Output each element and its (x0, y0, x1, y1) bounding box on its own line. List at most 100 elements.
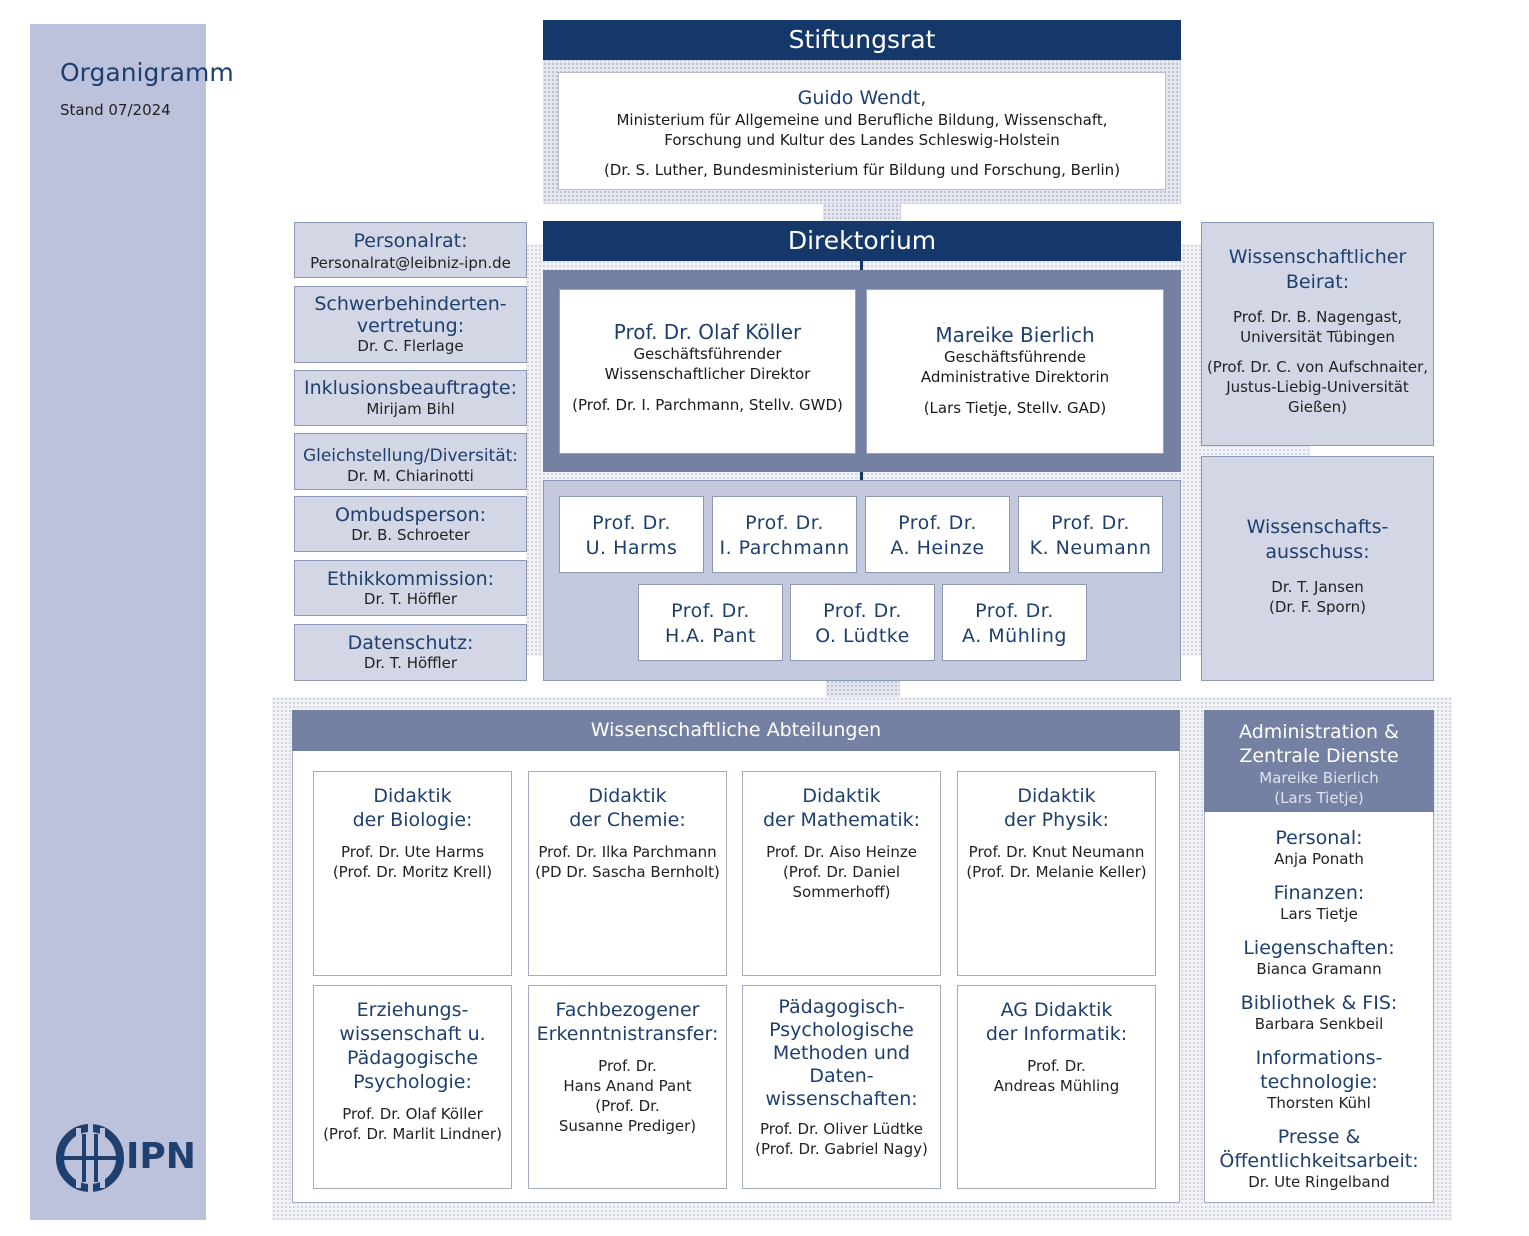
admin-item: Bibliothek & FIS: Barbara Senkbeil (1204, 991, 1434, 1033)
dept-deputy: (Prof. Dr. Marlit Lindner) (323, 1125, 502, 1143)
connector-line (860, 261, 863, 271)
admin-item-title: Presse & (1277, 1126, 1361, 1148)
box-subtitle: Prof. Dr. B. Nagengast, (1232, 308, 1403, 326)
box-title: Inklusionsbeauftragte: (303, 377, 517, 399)
date-stamp: Stand 07/2024 (60, 101, 171, 119)
member-title: Prof. Dr. (975, 600, 1054, 622)
director-deputy: (Prof. Dr. I. Parchmann, Stellv. GWD) (572, 396, 843, 414)
director-role: Wissenschaftlicher Direktor (604, 365, 811, 383)
admin-item-title: Informations- (1255, 1047, 1383, 1069)
stiftungsrat-deputy: (Dr. S. Luther, Bundesministerium für Bi… (603, 161, 1121, 179)
dept-title: wissenschaft u. (339, 1023, 486, 1045)
director-name: Mareike Bierlich (935, 323, 1095, 347)
member-title: Prof. Dr. (745, 512, 824, 534)
dept-title: Erkenntnistransfer: (536, 1023, 719, 1045)
member-title: Prof. Dr. (898, 512, 977, 534)
dept-box: Pädagogisch- Psychologische Methoden und… (742, 985, 941, 1189)
dept-box: Didaktik der Biologie: Prof. Dr. Ute Har… (313, 771, 512, 976)
admin-item: Finanzen: Lars Tietje (1204, 881, 1434, 923)
box-gleichstellung: Gleichstellung/Diversität: Dr. M. Chiari… (294, 433, 527, 490)
dept-lead: Prof. Dr. Oliver Lüdtke (760, 1120, 923, 1138)
box-wissenschaftsausschuss: Wissenschafts- ausschuss: Dr. T. Jansen … (1201, 456, 1434, 681)
admin-item-person: Bianca Gramann (1256, 960, 1382, 978)
dept-box: Didaktik der Chemie: Prof. Dr. Ilka Parc… (528, 771, 727, 976)
admin-item: Presse & Öffentlichkeitsarbeit: Dr. Ute … (1204, 1125, 1434, 1191)
dept-box: AG Didaktik der Informatik: Prof. Dr.And… (957, 985, 1156, 1189)
dept-lead: Andreas Mühling (993, 1077, 1120, 1095)
dept-lead: Prof. Dr. Ilka Parchmann (538, 843, 717, 861)
director-deputy: (Lars Tietje, Stellv. GAD) (923, 399, 1107, 417)
connector (826, 680, 900, 700)
admin-item: Informations- technologie: Thorsten Kühl (1204, 1046, 1434, 1112)
dept-lead: Prof. Dr. Knut Neumann (968, 843, 1145, 861)
admin-item-title: Öffentlichkeitsarbeit: (1219, 1150, 1419, 1172)
box-title: Ethikkommission: (326, 568, 495, 590)
director-role: Geschäftsführender (633, 345, 782, 363)
box-title: Wissenschafts- (1246, 516, 1389, 538)
admin-item: Personal: Anja Ponath (1204, 826, 1434, 868)
dept-title: der Physik: (1004, 809, 1109, 831)
dept-box: Didaktik der Physik: Prof. Dr. Knut Neum… (957, 771, 1156, 976)
dept-title: wissenschaften: (765, 1088, 918, 1110)
box-subtitle: Dr. T. Höffler (363, 654, 458, 672)
stiftungsrat-line: Forschung und Kultur des Landes Schleswi… (664, 131, 1060, 149)
box-title: Ombudsperson: (334, 504, 487, 526)
connector-line (860, 472, 863, 480)
member-box: Prof. Dr.H.A. Pant (638, 584, 783, 661)
dept-box: Erziehungs- wissenschaft u. Pädagogische… (313, 985, 512, 1189)
dept-deputy: (PD Dr. Sascha Bernholt) (535, 863, 720, 881)
box-title: Datenschutz: (347, 632, 474, 654)
box-subtitle: Dr. T. Höffler (363, 590, 458, 608)
box-schwerbehindertenvertretung: Schwerbehinderten- vertretung: Dr. C. Fl… (294, 286, 527, 363)
member-name: A. Heinze (890, 537, 985, 559)
member-title: Prof. Dr. (592, 512, 671, 534)
dept-lead: Prof. Dr. (598, 1057, 657, 1075)
member-box: Prof. Dr. A. Mühling (942, 584, 1087, 661)
dept-title: der Chemie: (569, 809, 686, 831)
dept-title: Pädagogische (346, 1047, 479, 1069)
dept-title: Didaktik (588, 785, 667, 807)
box-subtitle: Dr. C. Flerlage (357, 337, 464, 355)
dept-title: AG Didaktik (1000, 999, 1113, 1021)
dept-title: Daten- (809, 1065, 874, 1087)
member-box: Prof. Dr. K. Neumann (1018, 496, 1163, 573)
box-inklusionsbeauftragte: Inklusionsbeauftragte: Mirijam Bihl (294, 370, 527, 426)
admin-item-title: Bibliothek & FIS: (1240, 992, 1398, 1014)
box-title: ausschuss: (1265, 541, 1370, 563)
dept-title: Pädagogisch- (778, 996, 905, 1018)
admin-item-person: Barbara Senkbeil (1254, 1015, 1384, 1033)
dept-title: der Biologie: (352, 809, 473, 831)
member-box: Prof. Dr. A. Heinze (865, 496, 1010, 573)
box-subtitle: Dr. B. Schroeter (351, 526, 470, 544)
dept-box: Fachbezogener Erkenntnistransfer: Prof. … (528, 985, 727, 1189)
ipn-logo: IPN (54, 1120, 196, 1196)
member-name: K. Neumann (1029, 537, 1152, 559)
box-personalrat: Personalrat: Personalrat@leibniz-ipn.de (294, 222, 527, 278)
box-title: Schwerbehinderten- (314, 293, 507, 315)
member-name: A. Mühling (962, 625, 1067, 647)
member-box: Prof. Dr.O. Lüdtke (790, 584, 935, 661)
box-subtitle: Mirijam Bihl (366, 400, 455, 418)
admin-item-title: Liegenschaften: (1243, 937, 1395, 959)
box-title: Beirat: (1285, 271, 1350, 293)
admin-item-title: Finanzen: (1273, 882, 1365, 904)
box-ombudsperson: Ombudsperson: Dr. B. Schroeter (294, 496, 527, 552)
admin-title: Administration & (1239, 721, 1399, 743)
member-title: Prof. Dr. (823, 600, 902, 622)
member-title: Prof. Dr. (1051, 512, 1130, 534)
box-ethikkommission: Ethikkommission: Dr. T. Höffler (294, 560, 527, 616)
dept-deputy: (Prof. Dr. Gabriel Nagy) (755, 1140, 928, 1158)
dept-box: Didaktik der Mathematik: Prof. Dr. Aiso … (742, 771, 941, 976)
director-box-administrative: Mareike Bierlich Geschäftsführende Admin… (866, 289, 1164, 454)
box-subtitle: Gießen) (1287, 398, 1348, 416)
sidebar (30, 24, 206, 1220)
box-subtitle: Justus-Liebig-Universität (1226, 378, 1409, 396)
dept-title: Erziehungs- (356, 999, 469, 1021)
connector (823, 204, 901, 224)
box-title: Gleichstellung/Diversität: (302, 446, 519, 466)
box-subtitle: (Prof. Dr. C. von Aufschnaiter, (1206, 358, 1429, 376)
dept-deputy: (Prof. Dr. Daniel (782, 863, 901, 881)
dept-title: der Informatik: (985, 1023, 1128, 1045)
member-box: Prof. Dr.U. Harms (559, 496, 704, 573)
director-role: Geschäftsführende (944, 348, 1086, 366)
